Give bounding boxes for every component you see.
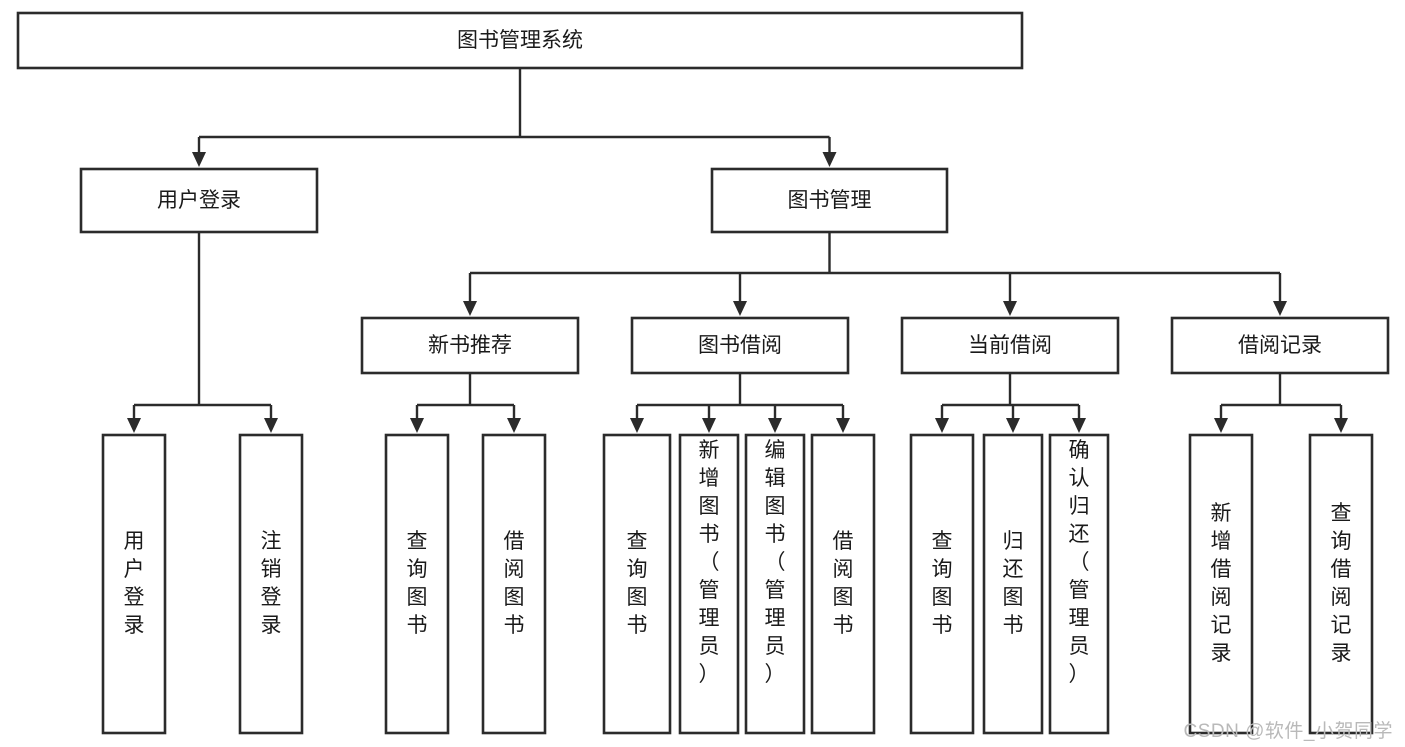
arrow-head-icon <box>1006 418 1020 433</box>
node-borrow-record[interactable]: 借阅记录 <box>1170 316 1390 375</box>
node-label-leaf-confirm-return: 确认归还（管理员） <box>1069 439 1090 686</box>
node-label-leaf-user-login: 用户登录 <box>124 530 145 637</box>
node-leaf-borrow-book-1[interactable]: 借阅图书 <box>481 433 547 735</box>
arrow-head-icon <box>935 418 949 433</box>
node-leaf-query-book-2[interactable]: 查询图书 <box>602 433 672 735</box>
node-user-login[interactable]: 用户登录 <box>79 167 319 234</box>
node-leaf-query-book-3[interactable]: 查询图书 <box>909 433 975 735</box>
arrow-head-icon <box>1214 418 1228 433</box>
node-label-leaf-add-record: 新增借阅记录 <box>1211 502 1232 665</box>
node-label-leaf-add-book: 新增图书（管理员） <box>699 439 720 686</box>
arrow-head-icon <box>1072 418 1086 433</box>
node-leaf-query-record[interactable]: 查询借阅记录 <box>1308 433 1374 735</box>
boxes-layer: 图书管理系统用户登录图书管理新书推荐图书借阅当前借阅借阅记录用户登录注销登录查询… <box>16 11 1390 735</box>
node-label-root: 图书管理系统 <box>457 29 583 52</box>
arrow-head-icon <box>1003 301 1017 316</box>
node-leaf-confirm-return[interactable]: 确认归还（管理员） <box>1048 433 1110 735</box>
node-box-leaf-borrow-book-1 <box>481 433 547 735</box>
node-box-leaf-return-book <box>982 433 1044 735</box>
node-label-current-borrow: 当前借阅 <box>968 334 1052 357</box>
node-box-book-borrow <box>630 316 850 375</box>
node-root[interactable]: 图书管理系统 <box>16 11 1024 70</box>
node-book-manage[interactable]: 图书管理 <box>710 167 949 234</box>
node-leaf-user-login[interactable]: 用户登录 <box>101 433 167 735</box>
node-book-borrow[interactable]: 图书借阅 <box>630 316 850 375</box>
arrow-head-icon <box>836 418 850 433</box>
node-box-leaf-logout <box>238 433 304 735</box>
node-leaf-return-book[interactable]: 归还图书 <box>982 433 1044 735</box>
node-new-book-recommend[interactable]: 新书推荐 <box>360 316 580 375</box>
node-leaf-add-record[interactable]: 新增借阅记录 <box>1188 433 1254 735</box>
node-current-borrow[interactable]: 当前借阅 <box>900 316 1120 375</box>
node-leaf-edit-book[interactable]: 编辑图书（管理员） <box>744 433 806 735</box>
node-box-leaf-user-login <box>101 433 167 735</box>
node-box-leaf-query-book-2 <box>602 433 672 735</box>
arrow-head-icon <box>463 301 477 316</box>
arrow-head-icon <box>733 301 747 316</box>
node-label-leaf-query-book-3: 查询图书 <box>932 530 953 637</box>
node-box-leaf-query-book-3 <box>909 433 975 735</box>
edges-layer <box>127 68 1348 433</box>
node-leaf-logout[interactable]: 注销登录 <box>238 433 304 735</box>
node-box-leaf-edit-book <box>744 433 806 735</box>
node-box-book-manage <box>710 167 949 234</box>
arrow-head-icon <box>192 152 206 167</box>
node-box-leaf-add-book <box>678 433 740 735</box>
node-label-borrow-record: 借阅记录 <box>1238 334 1322 357</box>
node-label-leaf-borrow-book-1: 借阅图书 <box>504 530 525 637</box>
node-label-leaf-logout: 注销登录 <box>261 530 282 637</box>
arrow-head-icon <box>1334 418 1348 433</box>
node-leaf-borrow-book-2[interactable]: 借阅图书 <box>810 433 876 735</box>
node-leaf-add-book[interactable]: 新增图书（管理员） <box>678 433 740 735</box>
node-label-leaf-query-record: 查询借阅记录 <box>1331 502 1352 665</box>
node-box-leaf-confirm-return <box>1048 433 1110 735</box>
node-label-leaf-query-book-2: 查询图书 <box>627 530 648 637</box>
node-label-leaf-edit-book: 编辑图书（管理员） <box>765 439 786 686</box>
arrow-head-icon <box>264 418 278 433</box>
node-leaf-query-book-1[interactable]: 查询图书 <box>384 433 450 735</box>
node-box-user-login <box>79 167 319 234</box>
node-label-book-borrow: 图书借阅 <box>698 334 782 357</box>
node-box-leaf-query-book-1 <box>384 433 450 735</box>
arrow-head-icon <box>630 418 644 433</box>
arrow-head-icon <box>127 418 141 433</box>
arrow-head-icon <box>1273 301 1287 316</box>
arrow-head-icon <box>410 418 424 433</box>
arrow-head-icon <box>822 152 837 167</box>
arrow-head-icon <box>507 418 521 433</box>
node-box-root <box>16 11 1024 70</box>
node-box-leaf-borrow-book-2 <box>810 433 876 735</box>
node-label-book-manage: 图书管理 <box>788 189 872 212</box>
node-label-leaf-return-book: 归还图书 <box>1003 530 1024 637</box>
arrow-head-icon <box>702 418 716 433</box>
node-label-leaf-query-book-1: 查询图书 <box>407 530 428 637</box>
node-box-current-borrow <box>900 316 1120 375</box>
node-label-user-login: 用户登录 <box>157 189 241 212</box>
arrow-head-icon <box>768 418 782 433</box>
node-box-leaf-query-record <box>1308 433 1374 735</box>
node-box-leaf-add-record <box>1188 433 1254 735</box>
node-box-new-book-recommend <box>360 316 580 375</box>
node-label-leaf-borrow-book-2: 借阅图书 <box>833 530 854 637</box>
node-box-borrow-record <box>1170 316 1390 375</box>
node-label-new-book-recommend: 新书推荐 <box>428 334 512 357</box>
